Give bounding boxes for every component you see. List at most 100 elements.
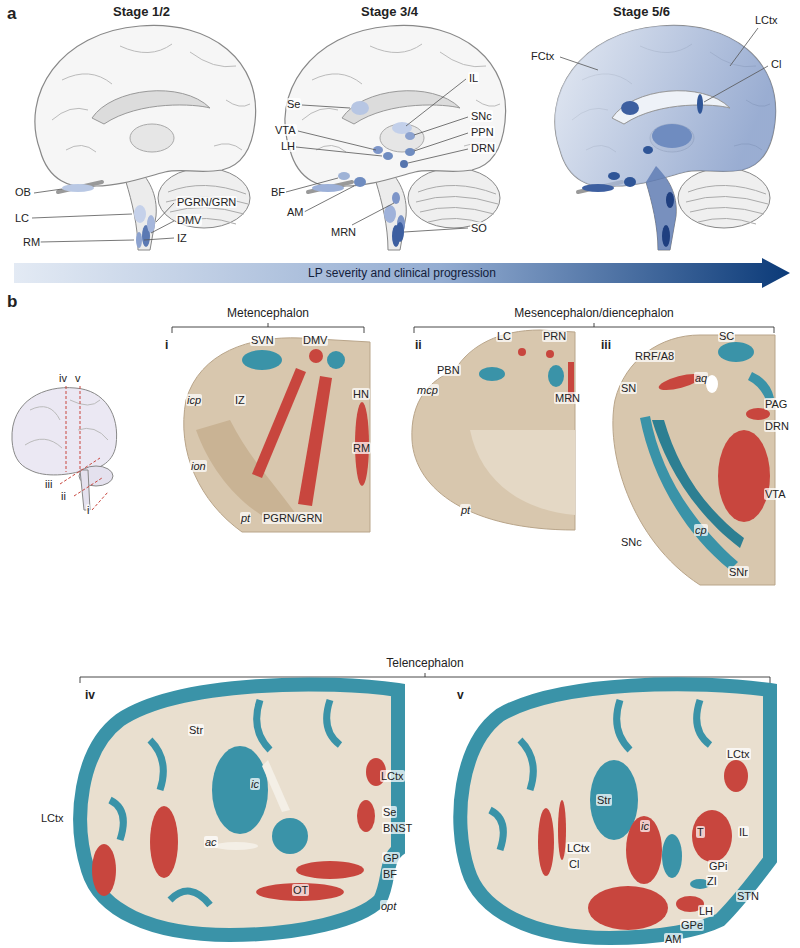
structure-label: opt <box>380 900 397 912</box>
leader-lines-part <box>414 133 468 151</box>
section-iv-part <box>357 800 375 832</box>
region-label: RRF/A8 <box>634 350 675 362</box>
leader-lines-part <box>144 238 174 240</box>
section-numeral: v <box>456 688 465 702</box>
stage-1-2-brain-part <box>136 232 142 248</box>
stage-5-6-brain-part <box>643 146 653 154</box>
structure-label: ac <box>204 836 218 848</box>
stage-3-4-brain-part <box>338 172 350 180</box>
section-iv-part <box>92 844 116 896</box>
leader-lines-part <box>730 28 758 66</box>
brackets-part <box>172 323 364 333</box>
leader-lines-part <box>32 214 132 218</box>
region-label: BF <box>382 868 398 880</box>
section-iv-part <box>80 684 398 935</box>
section-ii-part <box>470 430 575 515</box>
section-i <box>184 338 370 532</box>
region-heading: Telencephalon <box>385 656 464 670</box>
section-numeral: iv <box>84 688 96 702</box>
section-iv-part <box>214 842 258 850</box>
stage-3-4-brain-part <box>396 222 404 242</box>
structure-label: aq <box>694 372 708 384</box>
section-v-part <box>724 760 748 792</box>
leader-lines-part <box>296 147 382 156</box>
stage-5-6-brain-part <box>652 124 692 148</box>
progression-arrow: LP severity and clinical progression <box>14 258 790 288</box>
region-label: SNc <box>620 536 643 548</box>
section-v-part <box>460 684 770 938</box>
stage-5-6-brain-part <box>555 25 776 250</box>
stage-heading: Stage 3/4 <box>360 4 419 19</box>
stage-5-6-brain <box>555 25 776 250</box>
leader-lines-part <box>352 203 394 225</box>
section-i-part <box>184 338 370 532</box>
leader-lines-part <box>151 221 174 233</box>
stage-1-2-brain-part <box>147 215 155 233</box>
region-label: iv <box>58 372 68 384</box>
section-iii-part <box>718 430 770 522</box>
stage-3-4-brain-part <box>354 177 366 187</box>
structure-label: icp <box>186 394 202 406</box>
small-brain <box>12 386 117 510</box>
region-label: SO <box>470 222 488 234</box>
section-ii-part <box>518 348 526 356</box>
region-label: Cl <box>568 858 580 870</box>
leader-lines-part <box>302 105 350 108</box>
structure-label: pt <box>460 504 471 516</box>
region-heading: Metencephalon <box>226 306 310 320</box>
section-iv-part <box>262 760 290 812</box>
leader-lines <box>286 79 468 232</box>
region-label: LC <box>496 330 512 342</box>
region-label: AM <box>286 206 305 218</box>
section-ii <box>412 330 575 530</box>
stage-heading: Stage 5/6 <box>612 4 671 19</box>
stage-3-4-brain-part <box>405 132 415 140</box>
section-iv <box>80 684 398 935</box>
region-label: GPi <box>708 860 728 872</box>
region-label: LCtx <box>726 748 751 760</box>
structure-label: ic <box>250 778 260 790</box>
stage-5-6-brain-part <box>646 166 676 250</box>
stage-3-4-brain-part <box>400 160 408 168</box>
region-label: PGRN/GRN <box>176 196 237 208</box>
section-iv-part <box>296 861 364 879</box>
small-brain-part-part <box>60 458 100 484</box>
region-label: RM <box>352 442 371 454</box>
region-label: PRN <box>542 330 567 342</box>
region-label: VTA <box>274 124 297 136</box>
leader-lines-part <box>40 240 134 242</box>
region-label: OB <box>14 186 32 198</box>
small-brain-part <box>60 386 108 510</box>
region-label: SN <box>620 382 637 394</box>
region-label: DRN <box>470 142 496 154</box>
leader-lines-part <box>34 189 62 193</box>
section-iii <box>613 335 775 585</box>
region-label: Str <box>596 794 612 806</box>
region-label: ZI <box>706 875 718 887</box>
region-label: IL <box>738 826 749 838</box>
leader-lines-part <box>304 186 354 212</box>
stage-5-6-brain-part <box>608 172 620 180</box>
region-label: STN <box>736 890 760 902</box>
section-i-part <box>327 351 345 369</box>
structure-label: cp <box>694 524 708 536</box>
section-i-part <box>242 350 282 370</box>
region-label: PBN <box>436 364 461 376</box>
section-iii-part <box>613 335 775 585</box>
section-i-part <box>196 420 300 520</box>
panel-letter: b <box>6 292 18 311</box>
region-label: LH <box>280 140 296 152</box>
section-iii-part <box>748 372 774 400</box>
region-label: SVN <box>250 334 275 346</box>
region-label: ii <box>60 490 67 502</box>
structure-label: mcp <box>416 384 439 396</box>
stage-heading: Stage 1/2 <box>112 4 171 19</box>
section-v-part <box>490 700 710 850</box>
region-label: iii <box>44 478 53 490</box>
section-iv-part <box>256 883 344 901</box>
region-label: BF <box>270 186 286 198</box>
small-brain-part-part <box>74 478 102 496</box>
section-v-part <box>626 816 662 884</box>
